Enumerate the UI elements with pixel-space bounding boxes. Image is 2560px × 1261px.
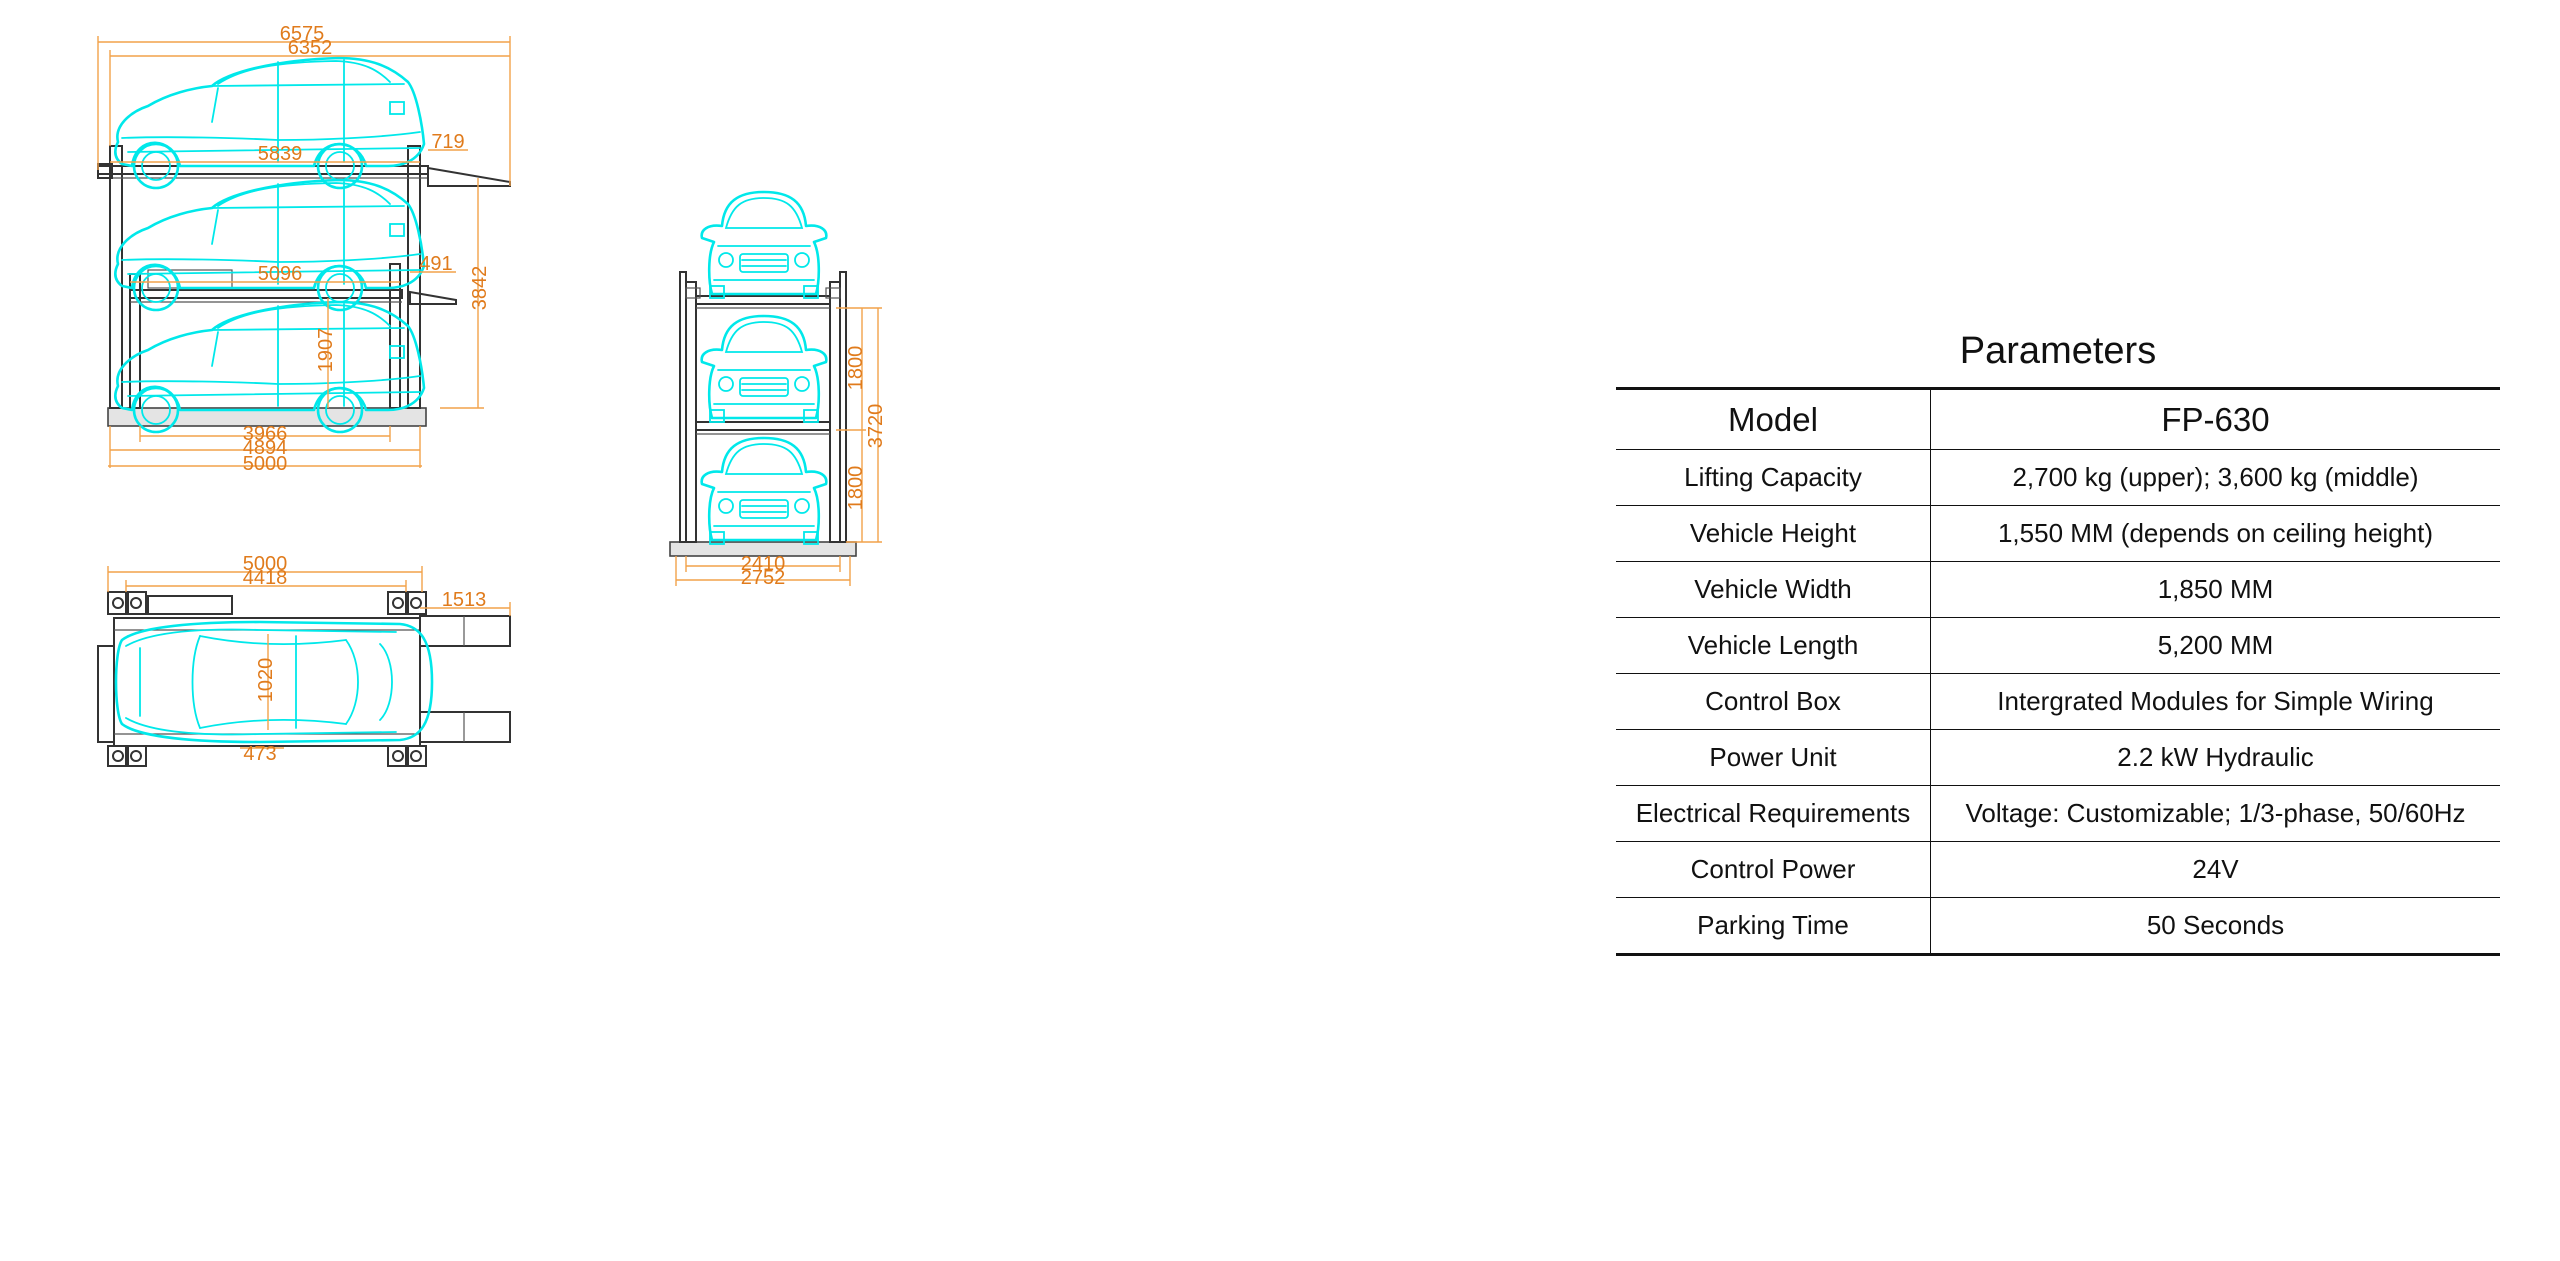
param-value: Intergrated Modules for Simple Wiring xyxy=(1930,673,2500,730)
param-value: 2.2 kW Hydraulic xyxy=(1930,729,2500,786)
param-value: 2,700 kg (upper); 3,600 kg (middle) xyxy=(1930,449,2500,506)
dim-offset: 473 xyxy=(243,743,276,765)
param-value: 1,550 MM (depends on ceiling height) xyxy=(1930,505,2500,562)
dim-outer-width: 2752 xyxy=(741,567,786,589)
dim-ramp-offset-top: 719 xyxy=(431,131,464,153)
front-view: 1800 1800 3720 2410 2752 xyxy=(669,190,887,589)
param-value: Voltage: Customizable; 1/3-phase, 50/60H… xyxy=(1930,785,2500,842)
param-key: Power Unit xyxy=(1616,729,1931,786)
dim-lower-clearance: 1907 xyxy=(315,328,337,373)
dim-ramp-extension: 1513 xyxy=(442,589,487,611)
table-header-row: Model FP-630 xyxy=(1616,388,2500,450)
technical-drawing: 6575 6352 5839 719 5096 491 3842 1907 39… xyxy=(97,23,887,767)
top-view: 5000 4418 1513 1020 473 xyxy=(97,553,511,767)
param-key: Vehicle Height xyxy=(1616,505,1931,562)
dim-level-height-upper: 1800 xyxy=(845,346,867,391)
param-key: Control Power xyxy=(1616,841,1931,898)
dim-level-height-lower: 1800 xyxy=(845,466,867,511)
dim-post-spacing: 4894 xyxy=(243,437,288,459)
param-key: Parking Time xyxy=(1616,897,1931,955)
side-view: 6575 6352 5839 719 5096 491 3842 1907 39… xyxy=(97,23,511,475)
param-key: Lifting Capacity xyxy=(1616,449,1931,506)
dim-front-total-height: 3720 xyxy=(865,404,887,449)
dim-top-overall-length: 5000 xyxy=(243,553,288,575)
param-key: Electrical Requirements xyxy=(1616,785,1931,842)
dim-ramp-length: 6352 xyxy=(288,37,333,59)
header-value: FP-630 xyxy=(1930,388,2500,450)
dim-middle-platform-length: 5096 xyxy=(258,263,303,285)
dim-track-width: 1020 xyxy=(255,658,277,703)
dim-total-height: 3842 xyxy=(469,266,491,311)
dim-inner-base: 3966 xyxy=(243,423,288,445)
param-key: Control Box xyxy=(1616,673,1931,730)
dim-platform-length: 5839 xyxy=(258,143,303,165)
parameters-title: Parameters xyxy=(1959,330,2157,372)
parameters-panel: Parameters Model FP-630 Lifting Capacity… xyxy=(1616,330,2500,956)
param-key: Vehicle Width xyxy=(1616,561,1931,618)
header-key: Model xyxy=(1616,388,1931,450)
dim-base-length: 5000 xyxy=(243,453,288,475)
dim-overall-length: 6575 xyxy=(280,23,325,45)
param-key: Vehicle Length xyxy=(1616,617,1931,674)
param-value: 5,200 MM xyxy=(1930,617,2500,674)
dim-ramp-offset-middle: 491 xyxy=(419,253,452,275)
param-value: 1,850 MM xyxy=(1930,561,2500,618)
param-value: 24V xyxy=(1930,841,2500,898)
dim-inner-width: 2410 xyxy=(741,553,786,575)
dim-top-post-spacing: 4418 xyxy=(243,567,288,589)
param-value: 50 Seconds xyxy=(1930,897,2500,955)
